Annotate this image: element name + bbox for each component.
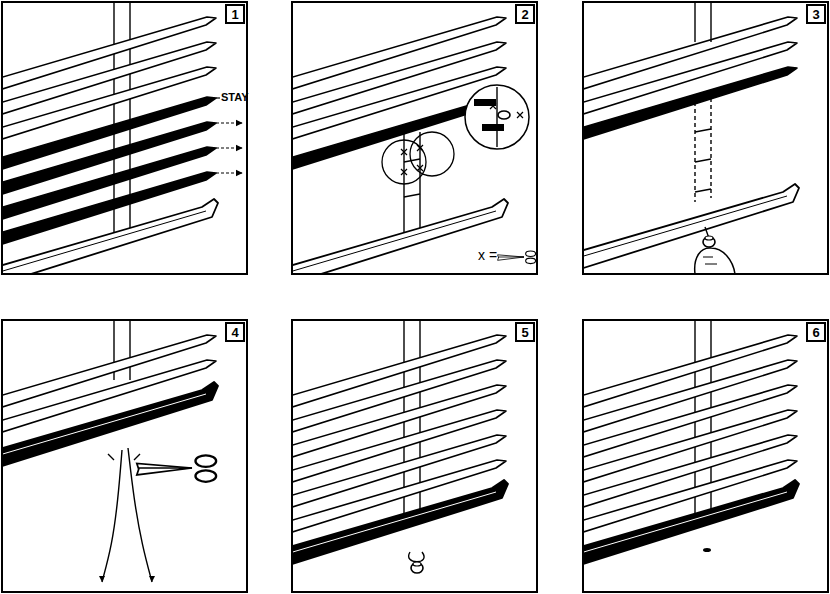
instruction-panel [577,2,828,274]
hand-fingers [703,257,717,264]
panel-frame [583,320,828,592]
panel-frame [583,2,828,274]
bottom-rail-edge [292,211,496,273]
bottom-rail [2,382,218,468]
bottom-rail [583,480,799,566]
blind-drawing [292,17,529,274]
cord-plug [411,563,423,573]
panel-frame [2,320,247,592]
detail-circle [410,132,454,176]
bottom-rail-edge [2,394,206,456]
blind-drawing [2,320,218,582]
legend-note: x = [478,247,497,263]
hand [695,248,735,274]
step-number-box: 1 [225,4,245,24]
blind-slat [583,67,797,141]
detail-circle [382,140,426,184]
panel-frame [292,320,537,592]
detail-cord [496,87,497,147]
cut-mark [401,149,407,155]
scissors-icon [498,251,536,264]
bottom-rail-edge [292,492,496,554]
panel-frame [292,2,537,274]
callout-label: STAY [221,91,249,103]
step-number-box: 2 [515,4,535,24]
scissors-handle [195,455,216,467]
detail-knot [498,111,510,119]
step-number: 5 [521,325,528,340]
lift-cord [409,552,424,562]
cut-cord [102,450,122,582]
remove-arrow [216,147,242,148]
cord-plug-top [705,236,713,240]
panel-frame [2,2,247,274]
scissors-icon [137,455,216,481]
cut-mark [490,103,496,109]
step-number-box: 6 [806,322,826,342]
cut-mark [401,169,407,175]
cord-plug-top [413,562,421,566]
instruction-panel [286,2,537,285]
cut-arrows [108,454,140,460]
leader-line [216,97,220,98]
step-number-box: 5 [515,322,535,342]
scissors-handle [526,251,536,257]
cord-end [149,576,155,582]
blind-drawing [2,2,218,274]
ladder-rung [695,189,711,192]
blind-drawing [292,320,508,573]
instruction-panel [286,320,537,592]
step-number-box: 3 [806,4,826,24]
bottom-rail-edge [583,196,787,258]
detail-circle [465,85,529,149]
blind-drawing [583,320,799,566]
detail-slat [482,124,504,131]
ladder-cord [710,98,711,198]
step-number-box: 4 [225,322,245,342]
bottom-rail [2,199,218,274]
step-number: 4 [231,325,238,340]
ladder-cord [129,320,130,380]
bottom-rail-edge [583,492,787,554]
scissors-blade [498,257,524,260]
cord-plug [703,237,715,247]
scissors-blade [137,468,192,475]
bottom-rail-edge [2,211,206,273]
cord-end [99,576,105,582]
instruction-panel [0,320,247,592]
step-number: 3 [812,7,819,22]
bottom-rail [583,184,799,270]
scissors-handle [195,470,216,482]
bottom-rail [292,480,508,566]
instruction-panel [577,320,828,592]
scissors-handle [526,258,536,264]
ladder-rung [695,159,711,162]
ladder-cord [694,102,695,202]
cut-mark [517,112,523,118]
remove-arrow [216,172,242,173]
remove-arrow [216,122,242,123]
step-number: 2 [521,7,528,22]
blind-drawing [583,2,799,274]
step-number: 6 [812,325,819,340]
cord-hole [703,548,711,552]
ladder-rung [404,194,420,197]
instruction-panel [0,2,247,285]
step-number: 1 [231,7,238,22]
ladder-cord [710,2,711,42]
ladder-rung [695,129,711,132]
ladder-cord [694,2,695,42]
bottom-rail [292,199,508,274]
